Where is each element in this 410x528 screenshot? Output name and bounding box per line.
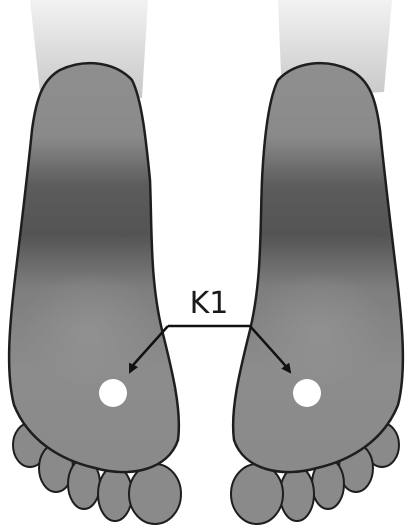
right-sole xyxy=(233,63,403,472)
right-k1-point xyxy=(293,379,321,407)
left-k1-point xyxy=(99,379,127,407)
left-foot xyxy=(9,63,181,524)
right-foot xyxy=(231,63,403,524)
left-sole xyxy=(9,63,179,472)
k1-label: K1 xyxy=(190,286,229,321)
